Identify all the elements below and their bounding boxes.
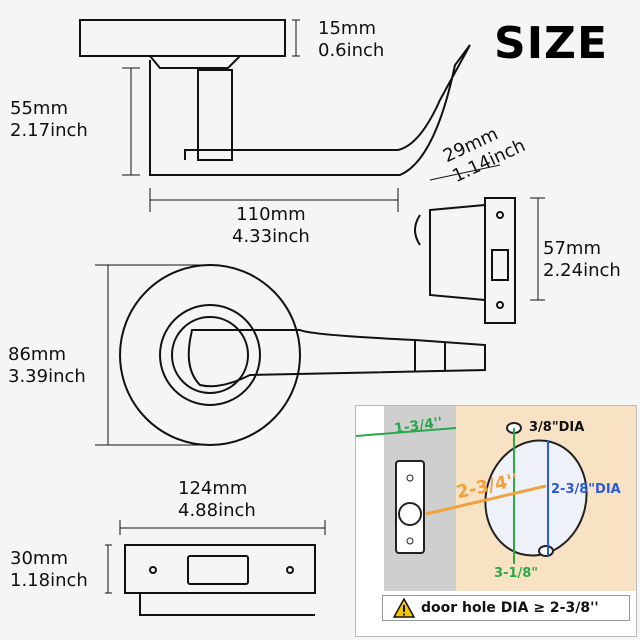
dim-mm: 30mm xyxy=(10,548,68,569)
warning-banner: door hole DIA ≥ 2-3/8'' xyxy=(382,595,630,621)
dim-mm: 110mm xyxy=(236,204,306,225)
bottom-dim-label: 3-1/8" xyxy=(494,566,539,581)
dim-rose-thickness: 15mm 0.6inch xyxy=(318,18,384,62)
dim-lever-length: 110mm 4.33inch xyxy=(232,204,310,248)
dim-mm: 124mm xyxy=(178,478,248,499)
dim-rose-diameter: 86mm 3.39inch xyxy=(8,344,86,388)
warning-text: door hole DIA ≥ 2-3/8'' xyxy=(421,600,599,616)
dim-inch: 1.18inch xyxy=(10,570,88,591)
dim-latch-height: 57mm 2.24inch xyxy=(543,238,621,282)
dim-mm: 15mm xyxy=(318,18,376,39)
dim-inch: 2.17inch xyxy=(10,120,88,141)
lever-side-view xyxy=(79,19,471,176)
warning-icon xyxy=(393,598,415,618)
latch-drawing xyxy=(414,197,516,324)
dim-inch: 4.88inch xyxy=(178,500,256,521)
dim-inch: 2.24inch xyxy=(543,260,621,281)
dim-plate-length: 124mm 4.88inch xyxy=(178,478,256,522)
dim-mm: 57mm xyxy=(543,238,601,259)
dim-mm: 86mm xyxy=(8,344,66,365)
dim-inch: 0.6inch xyxy=(318,40,385,61)
dim-inch: 4.33inch xyxy=(232,226,310,247)
dim-inch: 3.39inch xyxy=(8,366,86,387)
big-hole-label: 2-3/8"DIA xyxy=(551,482,621,497)
strike-plate xyxy=(124,544,316,616)
size-title: SIZE xyxy=(494,18,609,69)
dim-lever-height: 55mm 2.17inch xyxy=(10,98,88,142)
dim-mm: 55mm xyxy=(10,98,68,119)
small-hole-label: 3/8"DIA xyxy=(529,420,585,435)
dim-plate-height: 30mm 1.18inch xyxy=(10,548,88,592)
